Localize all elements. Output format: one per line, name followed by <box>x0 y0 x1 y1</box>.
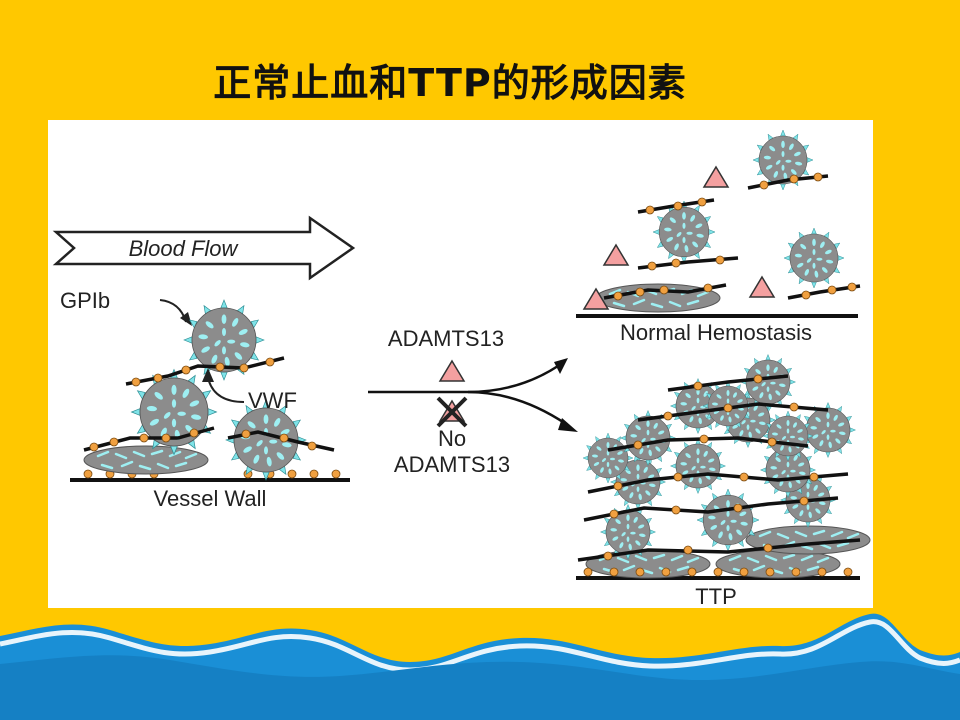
adhered-flat-platelet <box>82 444 210 476</box>
blood-flow-label: Blood Flow <box>129 236 240 261</box>
no-adamts13-label: ADAMTS13 <box>394 452 510 477</box>
slide-title: 正常止血和TTP的形成因素 <box>213 61 687 105</box>
blood-flow-arrow: Blood Flow <box>52 215 356 281</box>
gpib-label: GPIb <box>60 288 110 313</box>
branch-arrows <box>368 364 567 426</box>
hemostasis-diagram: Blood Flow GPIb <box>52 129 872 608</box>
no-adamts13-triangle <box>436 396 468 428</box>
diagram-panel: Blood Flow GPIb <box>48 120 873 608</box>
decorative-waves <box>0 613 960 720</box>
vwf-beads <box>89 357 317 452</box>
adamts13-label: ADAMTS13 <box>388 326 504 351</box>
adamts13-triangle <box>439 360 465 382</box>
no-label: No <box>438 426 466 451</box>
normal-hemostasis-label: Normal Hemostasis <box>620 320 812 345</box>
normal-hemostasis-illustration <box>576 129 861 318</box>
ttp-label: TTP <box>695 584 737 608</box>
vwf-label: VWF <box>248 388 297 413</box>
vessel-wall-label: Vessel Wall <box>154 486 267 511</box>
ttp-illustration <box>576 354 872 580</box>
